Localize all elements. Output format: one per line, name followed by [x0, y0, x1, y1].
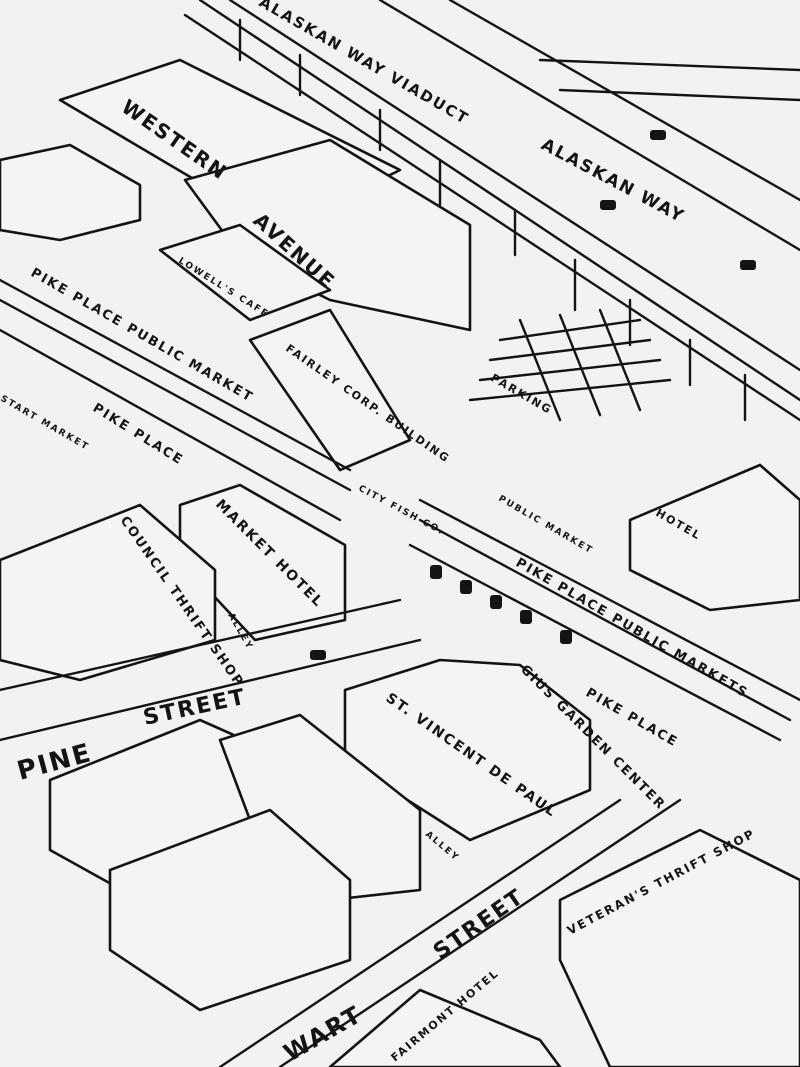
fairley-building — [248, 308, 412, 472]
veterans-building — [558, 828, 800, 1067]
alaskan-way-road — [378, 0, 800, 252]
cars — [310, 130, 756, 660]
hotel-building — [628, 463, 800, 612]
label-parking: PARKING — [489, 371, 555, 417]
label-city-fish: CITY FISH CO. — [357, 484, 446, 538]
market-arcade-lower — [408, 498, 800, 742]
pine-street — [0, 598, 422, 742]
building — [108, 808, 352, 1012]
parking-lot — [468, 308, 672, 422]
market-arcade — [0, 278, 352, 522]
fairmont-building — [328, 988, 562, 1067]
label-stewart-street: STREET — [429, 884, 529, 965]
stewart-street — [218, 798, 682, 1067]
label-pike-place-1: PIKE PLACE — [90, 401, 186, 469]
building — [0, 143, 142, 242]
label-start-market: START MARKET — [0, 394, 91, 453]
council-thrift-building — [0, 503, 217, 682]
label-alley-2: ALLEY — [423, 830, 461, 864]
lowells-building — [158, 223, 332, 322]
